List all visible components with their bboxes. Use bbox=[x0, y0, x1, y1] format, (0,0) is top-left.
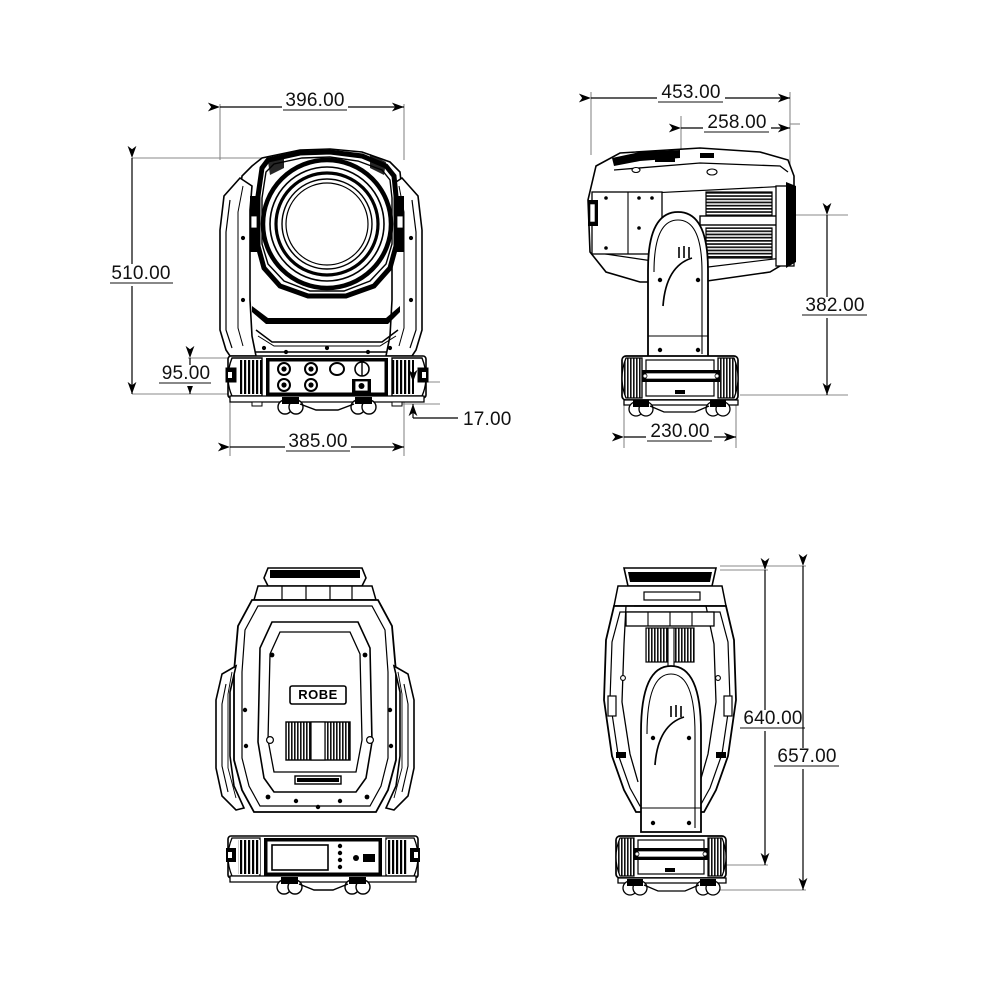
dimension-510: 510.00 bbox=[108, 145, 176, 394]
dimension-385: 385.00 bbox=[217, 431, 404, 456]
control-buttons[interactable] bbox=[337, 843, 343, 870]
dimension-382: 382.00 bbox=[800, 202, 870, 395]
dimension-640-label: 640.00 bbox=[743, 708, 802, 729]
usb-port bbox=[363, 854, 375, 862]
front-view: 396.00 510.00 95.00 385.00 bbox=[108, 90, 512, 456]
dimension-657-label: 657.00 bbox=[777, 746, 836, 767]
side-head-vents bbox=[699, 182, 796, 268]
dimension-396-label: 396.00 bbox=[285, 90, 344, 111]
rear-head-screws bbox=[242, 652, 394, 810]
sv-head-top bbox=[613, 567, 727, 607]
rear-logo-plate: ROBE bbox=[289, 685, 347, 705]
side-head-top bbox=[612, 150, 789, 176]
connector-sockets bbox=[277, 361, 371, 393]
sv-feet bbox=[622, 879, 721, 896]
side-view-dimensions: 453.00 258.00 382.00 230.00 bbox=[578, 82, 870, 445]
dimension-258-label: 258.00 bbox=[707, 112, 766, 133]
dimension-657: 657.00 bbox=[772, 553, 842, 890]
side-yoke-arm bbox=[647, 211, 709, 359]
dimension-95: 95.00 bbox=[158, 345, 218, 394]
dimension-17-label: 17.00 bbox=[463, 409, 512, 430]
rear-control-panel[interactable] bbox=[264, 838, 382, 876]
dimension-17: 17.00 bbox=[408, 368, 512, 430]
dimension-385-label: 385.00 bbox=[288, 431, 347, 452]
side-view-vertical: 640.00 657.00 bbox=[603, 553, 842, 896]
side-view: 453.00 258.00 382.00 230.00 bbox=[578, 82, 870, 448]
sv-head-vents bbox=[625, 611, 715, 669]
brand-logo-text: ROBE bbox=[298, 687, 338, 702]
rear-head-top bbox=[253, 567, 377, 601]
dimension-510-label: 510.00 bbox=[111, 263, 170, 284]
dimension-258: 258.00 bbox=[668, 112, 790, 136]
front-connector-panel bbox=[266, 358, 388, 396]
front-view-dimensions: 396.00 510.00 95.00 385.00 bbox=[108, 90, 512, 456]
side-feet bbox=[628, 400, 731, 417]
rear-feet bbox=[276, 877, 371, 895]
dimension-453: 453.00 bbox=[578, 82, 790, 106]
dimension-640: 640.00 bbox=[738, 557, 808, 865]
rear-base-unit bbox=[226, 835, 420, 883]
status-led bbox=[353, 855, 359, 861]
front-lens-assembly bbox=[250, 149, 404, 299]
front-head-screws bbox=[240, 235, 414, 355]
dimension-230: 230.00 bbox=[611, 421, 736, 445]
front-base-unit bbox=[225, 355, 429, 407]
sv-yoke-arm bbox=[607, 665, 733, 833]
dimension-382-label: 382.00 bbox=[805, 295, 864, 316]
front-feet bbox=[277, 397, 377, 415]
side-head-rear-panel bbox=[588, 191, 663, 255]
front-base-right-grip bbox=[391, 357, 429, 397]
rear-yoke-arms bbox=[215, 664, 415, 811]
side-base-unit bbox=[621, 355, 739, 406]
side-vertical-dimensions: 640.00 657.00 bbox=[738, 553, 842, 890]
rear-vent-panel bbox=[285, 721, 351, 785]
front-base-left-grip bbox=[225, 357, 263, 397]
dimension-95-label: 95.00 bbox=[162, 363, 211, 384]
dimension-453-label: 453.00 bbox=[661, 82, 720, 103]
sv-base-unit bbox=[615, 835, 727, 884]
dimension-396: 396.00 bbox=[207, 90, 404, 114]
display-screen bbox=[271, 844, 329, 871]
dimension-230-label: 230.00 bbox=[650, 421, 709, 442]
rear-view: ROBE bbox=[215, 567, 420, 895]
